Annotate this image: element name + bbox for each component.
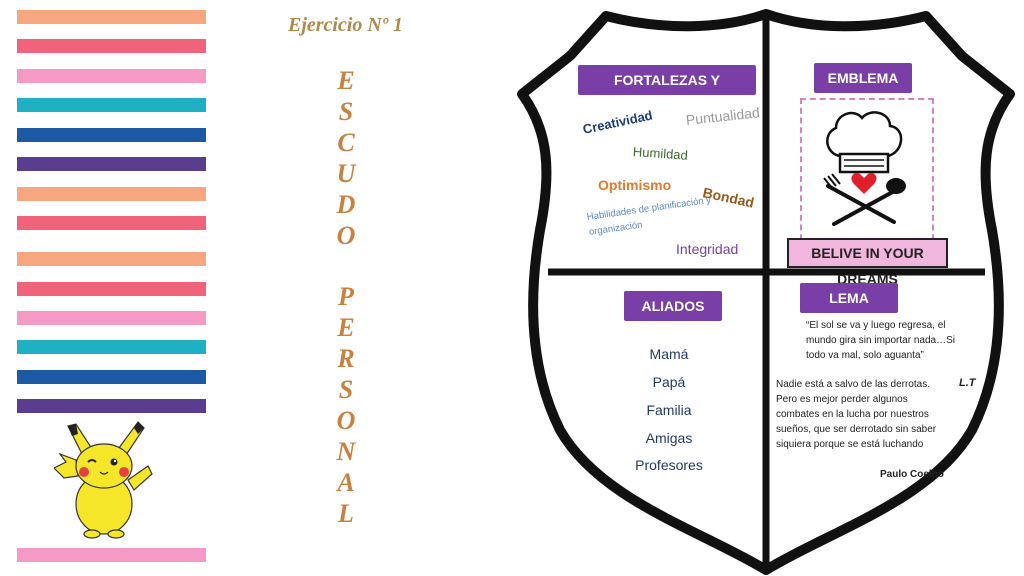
ally-item: Mamá bbox=[649, 346, 689, 362]
stripe bbox=[17, 10, 206, 24]
vertical-letter: E bbox=[337, 313, 355, 342]
ally-item: Amigas bbox=[645, 430, 693, 446]
stripe bbox=[17, 399, 206, 413]
stripe bbox=[17, 252, 206, 266]
vertical-letter: O bbox=[336, 221, 356, 250]
vertical-letter: P bbox=[338, 282, 354, 311]
stripe bbox=[17, 340, 206, 354]
pikachu-illustration bbox=[54, 421, 153, 539]
vertical-letter: S bbox=[338, 375, 354, 404]
stripe bbox=[17, 157, 206, 171]
ally-item: Profesores bbox=[635, 457, 703, 473]
stripe bbox=[17, 39, 206, 53]
ally-item: Familia bbox=[646, 402, 692, 418]
aliados-badge: ALIADOS bbox=[624, 291, 722, 321]
vertical-letter: D bbox=[336, 190, 356, 219]
dream-banner: BELIVE IN YOUR DREAMS bbox=[787, 238, 948, 287]
lema-quote-2: Nadie está a salvo de las derrotas. Pero… bbox=[776, 379, 937, 450]
stripe bbox=[17, 128, 206, 142]
stripe bbox=[17, 69, 206, 83]
stripe bbox=[17, 216, 206, 230]
stripe bbox=[17, 370, 206, 384]
exercise-title: Ejercicio Nº 1 bbox=[288, 14, 403, 36]
fortalezas-badge: FORTALEZAS Y VIRTUDES bbox=[578, 65, 756, 118]
lema-initials: L.T bbox=[959, 377, 976, 389]
vertical-letter: L bbox=[338, 499, 354, 528]
vertical-letter: O bbox=[336, 406, 356, 435]
lema-badge: LEMA bbox=[800, 283, 898, 313]
stripe bbox=[17, 98, 206, 112]
vertical-letter: S bbox=[338, 97, 354, 126]
vertical-letter: N bbox=[336, 437, 356, 466]
vertical-letter: U bbox=[336, 159, 356, 188]
vertical-letter: E bbox=[337, 66, 355, 95]
lema-quote-1: “El sol se va y luego regresa, el mundo … bbox=[806, 320, 955, 361]
stripe bbox=[17, 282, 206, 296]
vertical-letter: C bbox=[337, 128, 355, 157]
emblema-badge: EMBLEMA bbox=[814, 63, 912, 93]
word-optimismo: Optimismo bbox=[598, 177, 672, 193]
vertical-letter: R bbox=[337, 344, 355, 373]
stripe bbox=[17, 311, 206, 325]
lema-author: Paulo Coelho bbox=[880, 469, 944, 480]
stripe bbox=[17, 548, 206, 562]
word-integridad: Integridad bbox=[676, 241, 739, 257]
stripe bbox=[17, 187, 206, 201]
vertical-letter: A bbox=[337, 468, 355, 497]
ally-item: Papá bbox=[652, 374, 686, 390]
chef-hat-icon bbox=[823, 111, 906, 226]
